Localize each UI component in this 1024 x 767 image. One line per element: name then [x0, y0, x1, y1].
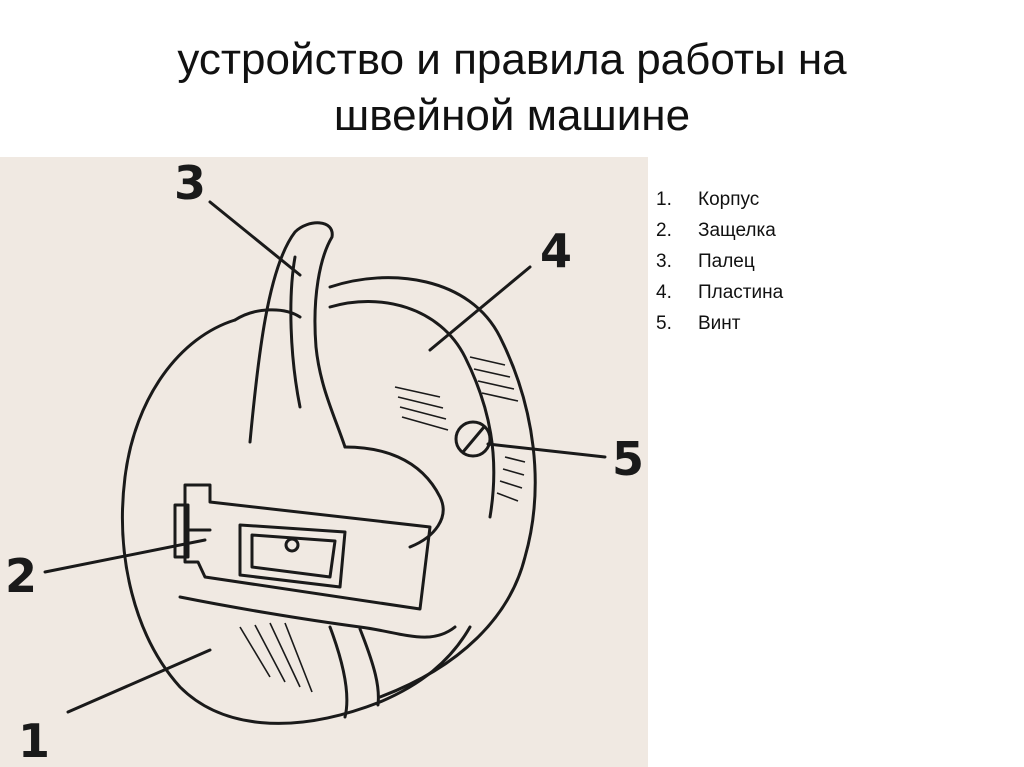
legend-item-label: Корпус: [698, 189, 759, 211]
callout-number-3: 3: [174, 157, 206, 210]
legend-item-label: Защелка: [698, 220, 776, 242]
legend-item-label: Пластина: [698, 282, 783, 304]
legend-item: 1. Корпус: [656, 184, 783, 215]
legend-item-number: 4.: [656, 282, 698, 304]
bobbin-case-diagram: 1 2 3 4 5: [0, 157, 648, 767]
slide-title-line-1: устройство и правила работы на: [60, 32, 964, 88]
callout-number-2: 2: [5, 549, 37, 603]
legend-item-label: Винт: [698, 313, 740, 335]
legend-item: 4. Пластина: [656, 277, 783, 308]
legend-item: 2. Защелка: [656, 215, 783, 246]
legend-item: 3. Палец: [656, 246, 783, 277]
callout-number-1: 1: [18, 714, 50, 767]
callout-number-4: 4: [540, 224, 572, 278]
parts-legend: 1. Корпус 2. Защелка 3. Палец 4. Пластин…: [656, 184, 783, 339]
legend-item: 5. Винт: [656, 308, 783, 339]
legend-item-number: 1.: [656, 189, 698, 211]
slide-title: устройство и правила работы на швейной м…: [60, 32, 964, 144]
legend-item-label: Палец: [698, 251, 755, 273]
legend-item-number: 5.: [656, 313, 698, 335]
legend-item-number: 3.: [656, 251, 698, 273]
callout-number-5: 5: [612, 432, 644, 486]
legend-item-number: 2.: [656, 220, 698, 242]
slide-title-line-2: швейной машине: [60, 88, 964, 144]
